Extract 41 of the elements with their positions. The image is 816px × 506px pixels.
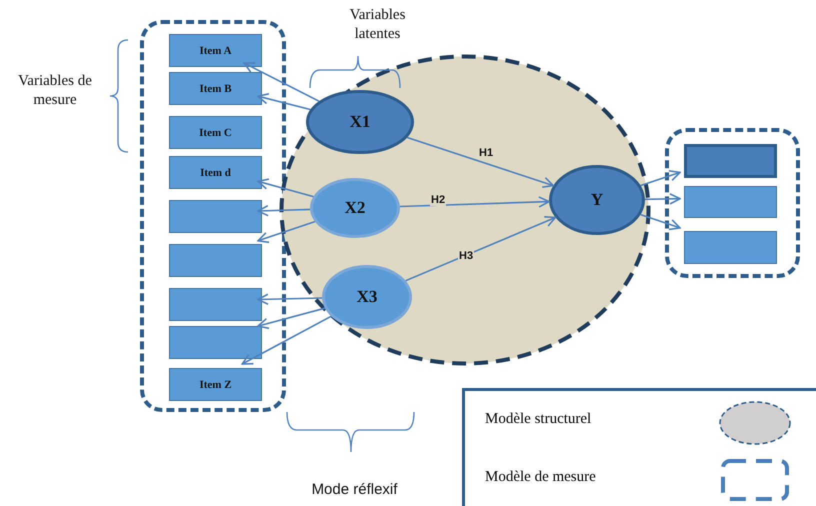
arrow xyxy=(406,136,554,188)
indicator-box: Item B xyxy=(169,72,262,105)
indicator-box xyxy=(684,231,777,264)
edge-label: H3 xyxy=(458,250,474,262)
indicator-box xyxy=(684,186,777,218)
arrow xyxy=(243,62,320,102)
latent-variable-ellipse: Y xyxy=(549,165,645,235)
arrow xyxy=(640,214,681,230)
arrow xyxy=(640,170,681,186)
indicator-box xyxy=(169,288,262,321)
indicator-box: Item d xyxy=(169,156,262,189)
edge-label: H1 xyxy=(478,147,494,159)
arrow xyxy=(257,220,316,244)
arrow xyxy=(257,204,310,216)
arrow xyxy=(400,196,550,208)
indicator-box xyxy=(169,200,262,233)
structural-model-ellipse xyxy=(280,55,650,365)
indicator-box: Item A xyxy=(169,34,262,67)
indicator-box xyxy=(684,144,777,178)
arrow xyxy=(257,178,314,198)
annotation-label: Mode réflexif xyxy=(310,480,398,499)
measurement-group-frame xyxy=(140,20,286,412)
annotation-label: Variables de mesure xyxy=(17,72,93,110)
arrow xyxy=(257,293,322,306)
legend-label: Modèle structurel xyxy=(485,411,592,428)
arrow xyxy=(241,316,332,365)
indicator-box: Item C xyxy=(169,116,262,149)
arrow xyxy=(644,193,681,205)
indicator-box xyxy=(169,244,262,277)
annotation-label: Variables latentes xyxy=(348,6,406,44)
arrow xyxy=(405,216,556,282)
indicator-box xyxy=(169,326,262,359)
edge-label: H2 xyxy=(430,194,446,206)
arrow xyxy=(257,93,310,110)
legend-label: Modèle de mesure xyxy=(485,469,596,486)
latent-variable-ellipse: X1 xyxy=(306,90,414,154)
indicator-box: Item Z xyxy=(169,368,262,401)
arrow xyxy=(257,307,326,330)
measurement-group-frame xyxy=(665,128,800,278)
latent-variable-ellipse: X2 xyxy=(310,178,400,238)
latent-variable-ellipse: X3 xyxy=(322,265,412,329)
